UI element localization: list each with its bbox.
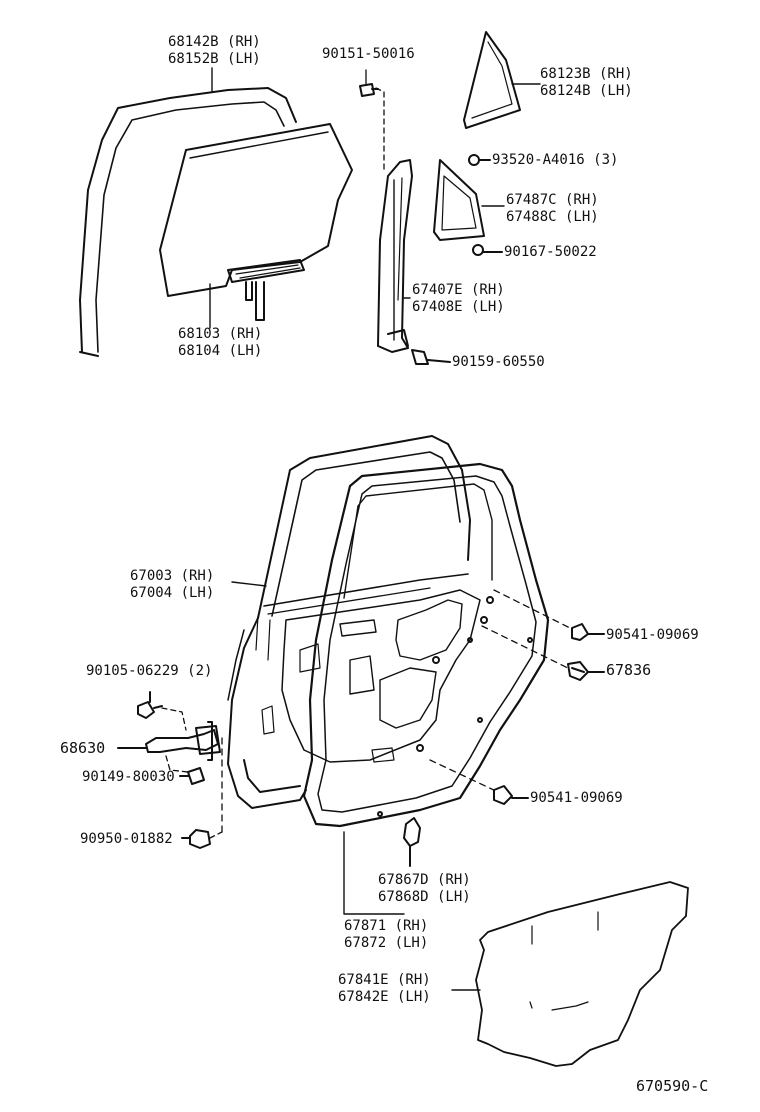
label-weatherstrip: 67871 (RH) 67872 (LH)	[344, 918, 429, 951]
label-screw-90159: 90159-60550	[452, 354, 545, 370]
label-frame-glass: 67487C (RH) 67488C (LH)	[506, 192, 599, 225]
screw-93520-icon	[468, 154, 491, 166]
clip-90541-b-icon	[493, 785, 529, 805]
diagram-code: 670590-C	[636, 1077, 709, 1095]
quarter-glass-icon	[463, 31, 521, 129]
glass-bracket	[227, 259, 305, 283]
label-door-panel: 67003 (RH) 67004 (LH)	[130, 568, 215, 601]
glass-run-outer	[79, 87, 297, 353]
screw-90167-icon	[472, 244, 503, 256]
bolt-90105-icon	[137, 691, 163, 719]
label-bolt-90149: 90149-80030	[82, 769, 175, 785]
clip-90541-a-icon	[571, 623, 605, 641]
label-screw-top: 90151-50016	[322, 46, 415, 62]
label-run-top: 68142B (RH) 68152B (LH)	[168, 34, 261, 67]
label-clip-90541-b: 90541-09069	[530, 790, 623, 806]
door-glass-icon	[159, 123, 353, 297]
bolt-90149-icon	[179, 767, 205, 785]
door-weatherstrip-icon	[302, 462, 550, 828]
plug-90950-icon	[181, 829, 211, 849]
label-bolt-90105: 90105-06229 (2)	[86, 663, 213, 679]
screw-90151-icon	[359, 83, 379, 97]
glass-run-inner	[95, 101, 285, 353]
glass-run-end	[79, 351, 99, 357]
screw-90159-icon	[411, 349, 451, 365]
label-clip-90541-a: 90541-09069	[606, 627, 699, 643]
label-hole-cover: 67841E (RH) 67842E (LH)	[338, 972, 431, 1005]
label-door-glass: 68103 (RH) 68104 (LH)	[178, 326, 263, 359]
label-clip-67867: 67867D (RH) 67868D (LH)	[378, 872, 471, 905]
door-check-icon	[117, 721, 221, 761]
division-channel-icon	[377, 159, 413, 353]
label-check: 68630	[60, 739, 106, 757]
label-clip-67836: 67836	[606, 661, 652, 679]
door-shell-icon	[257, 435, 471, 619]
frame-glass-icon	[433, 159, 485, 241]
label-screw-90167: 90167-50022	[504, 244, 597, 260]
inner-panel-icon	[281, 589, 481, 763]
clip-67867-icon	[403, 817, 421, 867]
label-quarter-glass: 68123B (RH) 68124B (LH)	[540, 66, 633, 99]
clip-67836-icon	[567, 661, 605, 681]
hole-cover-icon	[475, 881, 689, 1067]
label-screw-93520: 93520-A4016 (3)	[492, 152, 619, 168]
label-channel: 67407E (RH) 67408E (LH)	[412, 282, 505, 315]
label-plug-90950: 90950-01882	[80, 831, 173, 847]
